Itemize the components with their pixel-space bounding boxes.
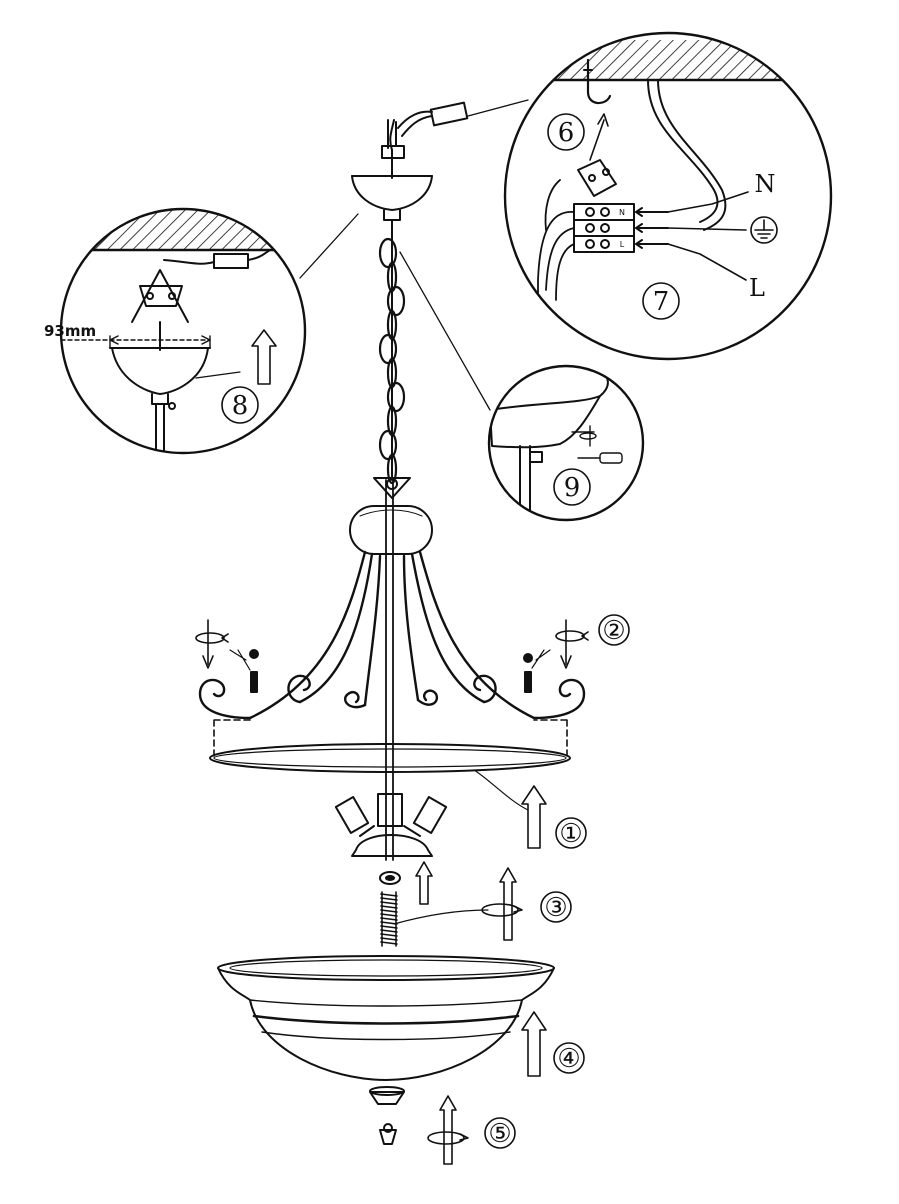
step-label-4: ④	[557, 1044, 580, 1074]
chain-link	[386, 309, 398, 341]
hook-arrow	[589, 113, 609, 161]
thread-line	[380, 937, 398, 941]
finial-cap	[369, 1086, 405, 1105]
thread-line	[380, 893, 398, 897]
earth-ground-icon	[750, 216, 778, 244]
finial-knob	[379, 1123, 397, 1145]
canopy-edge-detail	[489, 366, 609, 520]
threaded-rod	[380, 891, 398, 947]
arrow-up-icon	[251, 329, 547, 1165]
thread-line	[380, 917, 398, 921]
ceiling-hook	[583, 58, 612, 105]
chain-link	[386, 453, 398, 485]
thread-line	[380, 905, 398, 909]
chain	[378, 237, 406, 485]
thread-line	[380, 929, 398, 933]
rotate-icon	[195, 619, 589, 669]
step-label-5: ⑤	[488, 1119, 511, 1149]
wire-label-neutral: N	[755, 170, 776, 198]
step-label-9: 9	[564, 473, 581, 503]
chain-link	[378, 237, 398, 269]
chain-link	[386, 405, 398, 437]
chain-link	[386, 285, 406, 317]
canopy-bracket-detail	[131, 249, 271, 351]
thread-line	[380, 897, 398, 901]
decorative-ring	[209, 743, 571, 773]
leader-lines	[299, 99, 529, 411]
detail-circle-wiring	[503, 31, 833, 361]
supply-cable-detail	[647, 79, 727, 231]
wire-label-live: L	[749, 274, 765, 302]
rod-leader-line	[393, 909, 489, 925]
top-connector-block	[381, 101, 469, 159]
thread-line	[380, 901, 398, 905]
step-label-2: ②	[602, 616, 625, 646]
canopy-detail	[109, 347, 211, 453]
thread-line	[380, 933, 398, 937]
step-label-3: ③	[544, 893, 567, 923]
thread-line	[380, 925, 398, 929]
chain-loop-hanger	[373, 477, 411, 499]
step-label-1: ①	[559, 819, 582, 849]
mounting-bracket	[577, 159, 617, 197]
chain-link	[378, 429, 398, 461]
rotate-icon	[427, 903, 523, 1145]
ceiling-hatch	[505, 40, 831, 80]
fixture-body-ball	[349, 505, 433, 555]
chain-link	[386, 357, 398, 389]
ring-leader-line	[473, 769, 529, 811]
ring-brackets	[213, 719, 568, 761]
fixture-wires	[537, 179, 575, 301]
socket-cluster	[334, 793, 448, 857]
terminal-mark-n: N	[619, 208, 625, 217]
dimension-label: 93mm	[44, 322, 96, 340]
supply-cable	[389, 119, 395, 179]
step-markers	[221, 113, 680, 1149]
screwdriver-icon	[571, 425, 623, 464]
chain-link	[386, 261, 398, 293]
step-label-8: 8	[232, 391, 249, 421]
chain-link	[378, 333, 398, 365]
thread-line	[380, 909, 398, 913]
step-label-7: 7	[653, 287, 670, 317]
fixture-arms	[198, 550, 586, 720]
thread-line	[380, 941, 398, 945]
ceiling-canopy	[351, 175, 433, 221]
glass-bowl	[217, 955, 555, 1081]
ring-screws	[229, 649, 551, 693]
terminal-mark-l: L	[620, 240, 625, 249]
nut	[379, 871, 401, 885]
chain-link	[386, 381, 406, 413]
labelled-wires	[667, 191, 749, 281]
step-label-6: 6	[558, 118, 575, 148]
dimension-line	[61, 335, 211, 349]
thread-line	[380, 913, 398, 917]
